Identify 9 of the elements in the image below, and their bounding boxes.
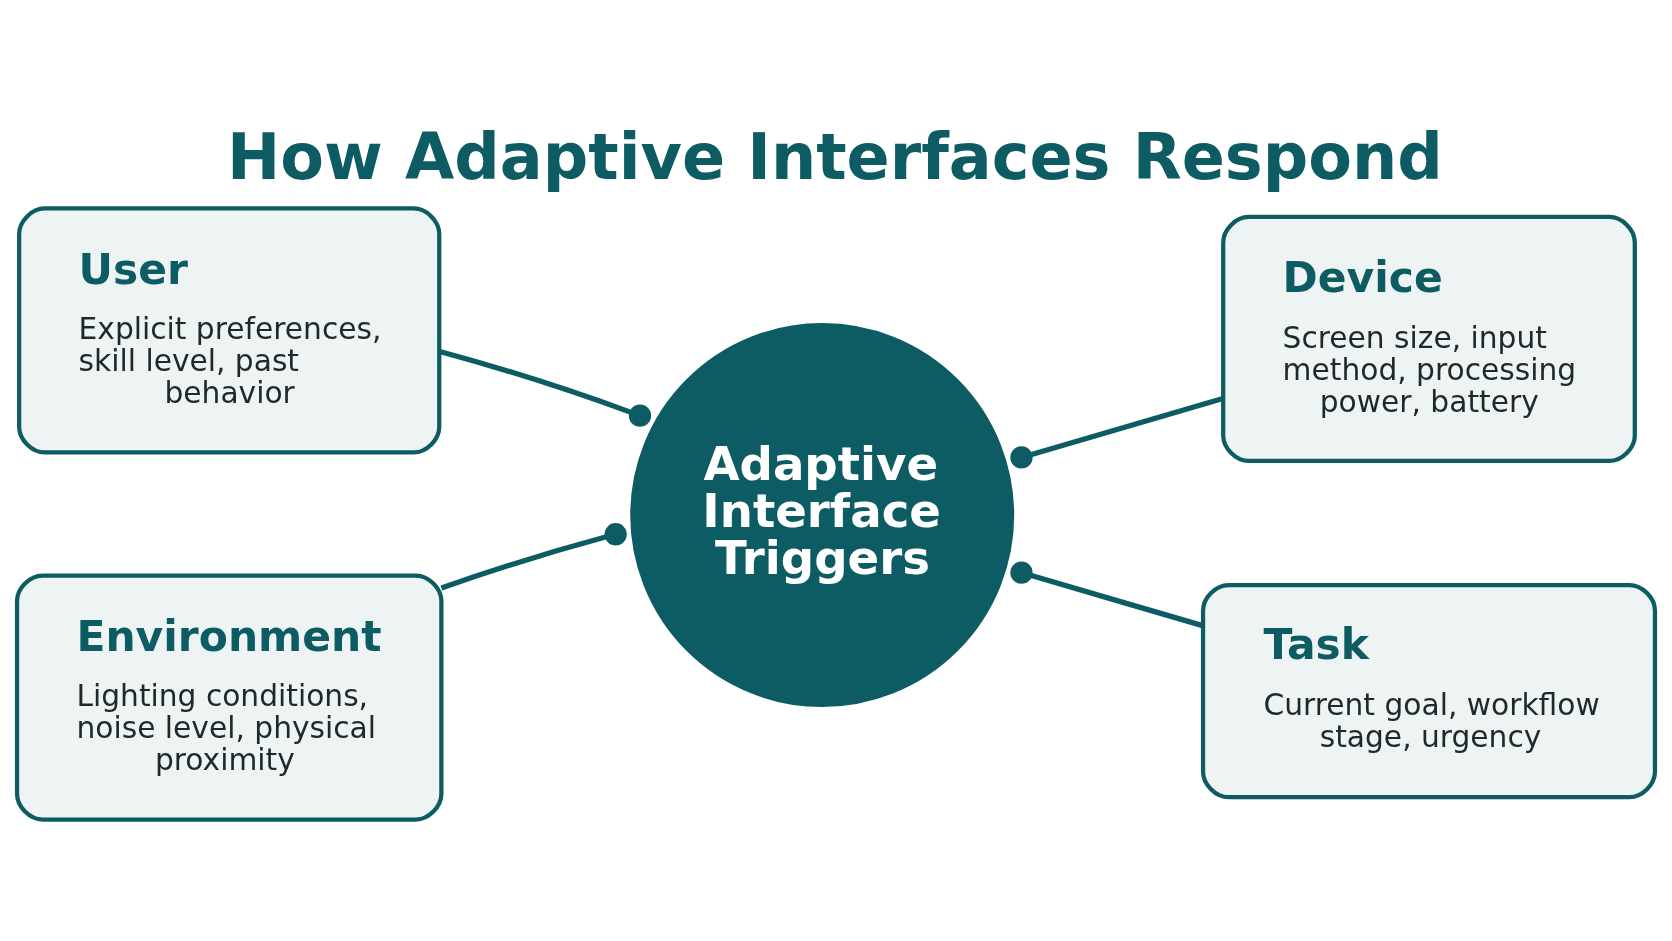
node-box: Device Screen size, input method, processing power, battery — [1221, 214, 1637, 464]
connector — [1010, 561, 1204, 629]
node-box: User Explicit preferences, skill level, past behavior — [17, 206, 442, 455]
connector — [440, 523, 627, 591]
node-box: Environment Lighting conditions, noise level, physical proximity — [14, 573, 444, 822]
connector — [1010, 396, 1224, 469]
diagram-title: How Adaptive Interfaces Respond — [227, 119, 1443, 194]
connector — [439, 348, 652, 427]
node-box: Task Current goal, workflow stage, urgency — [1200, 582, 1658, 800]
